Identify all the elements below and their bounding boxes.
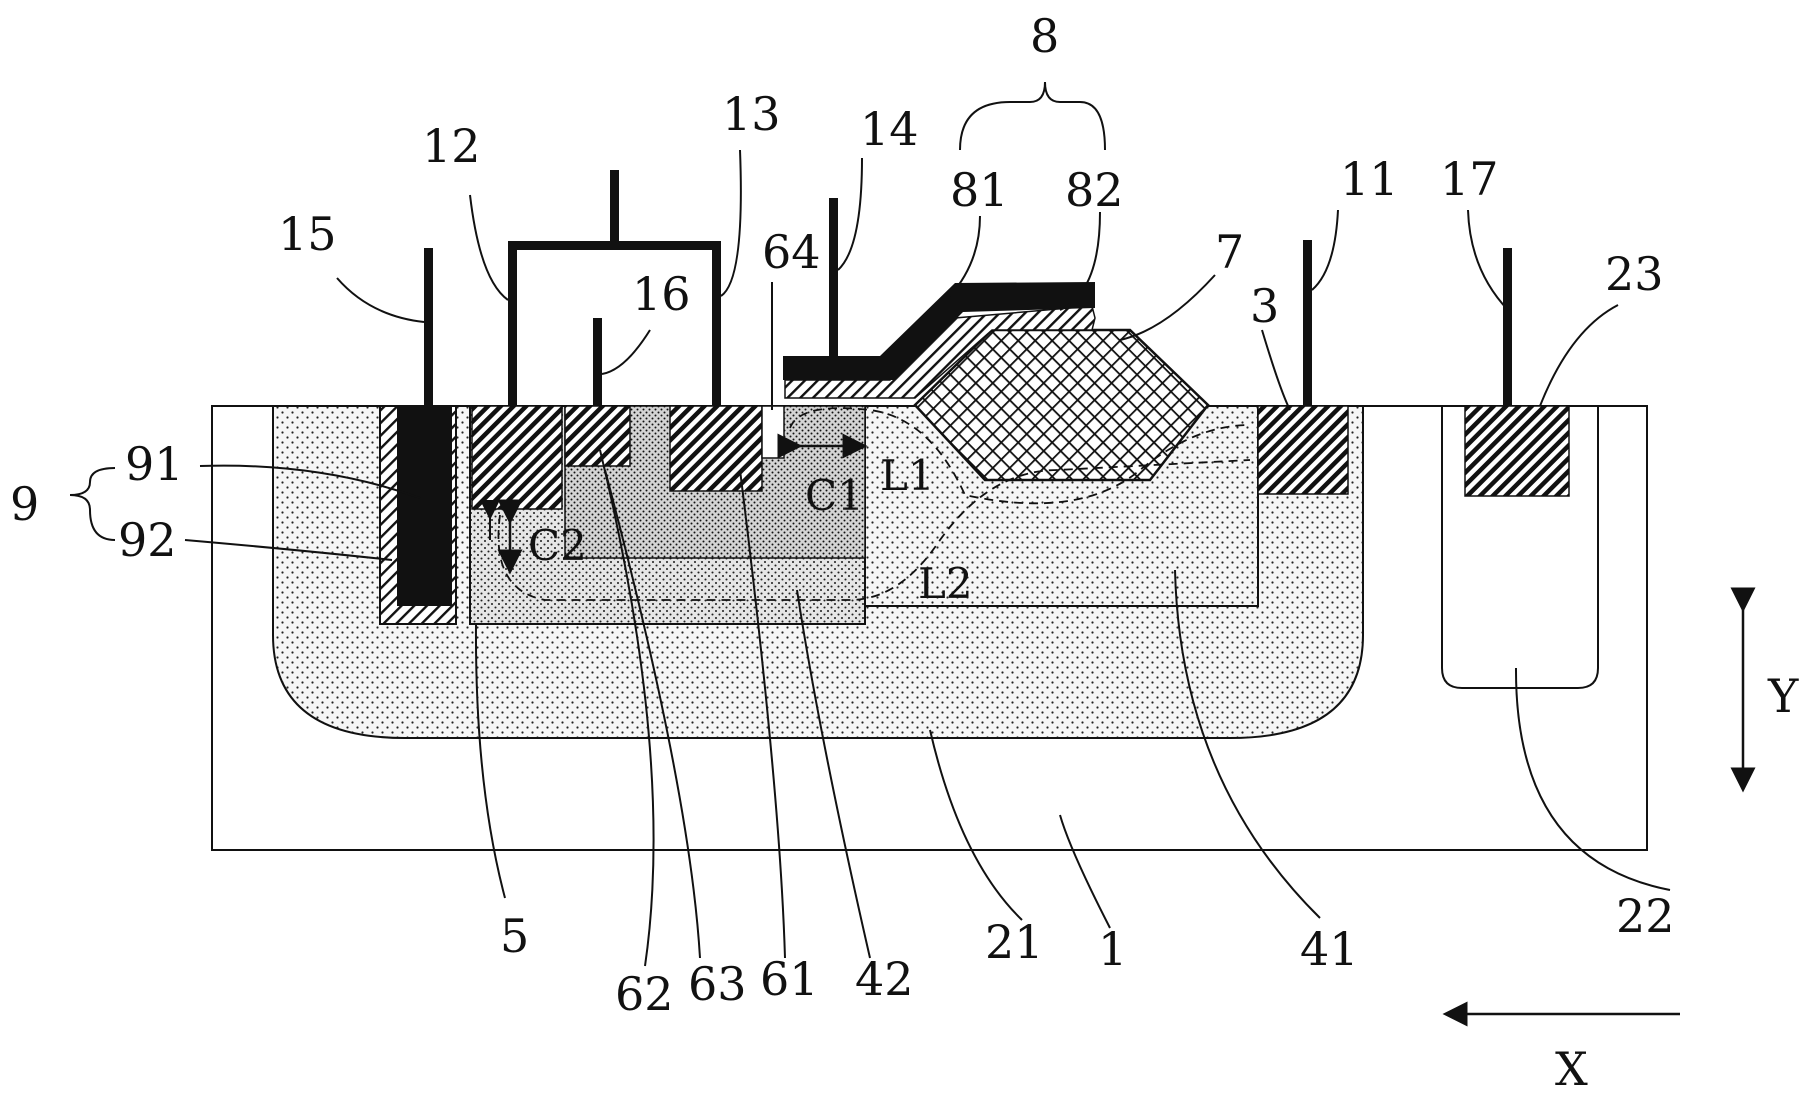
label-61: 61 <box>760 952 819 1006</box>
label-15: 15 <box>278 207 337 261</box>
label-17: 17 <box>1440 152 1499 206</box>
leader-11 <box>1311 209 1339 291</box>
leader-21 <box>929 729 1023 921</box>
leader-23 <box>1539 304 1619 407</box>
label-12: 12 <box>422 119 481 173</box>
label-3: 3 <box>1250 279 1279 333</box>
leader-16 <box>601 329 651 375</box>
label-x: X <box>1555 1042 1588 1093</box>
gate-conductor-81 <box>783 282 1095 380</box>
leader-63 <box>604 469 701 959</box>
trench-fill-91 <box>397 406 452 606</box>
leader-12 <box>469 194 509 301</box>
electrode-top-stem <box>610 170 619 244</box>
label-63: 63 <box>688 957 747 1011</box>
electrode-17 <box>1503 248 1512 406</box>
leader-41 <box>1174 569 1321 919</box>
electrode-13 <box>712 245 721 406</box>
current-path-l2 <box>497 459 1251 601</box>
label-y: Y <box>1767 669 1799 723</box>
label-23: 23 <box>1605 247 1664 301</box>
brace-8 <box>959 81 1106 151</box>
label-c2: C2 <box>528 521 587 570</box>
leader-81 <box>949 215 981 297</box>
leader-7 <box>1119 274 1216 341</box>
label-c1: C1 <box>805 471 864 520</box>
leader-92 <box>184 539 393 561</box>
brace-9 <box>69 467 116 541</box>
label-9: 9 <box>10 477 39 531</box>
electrode-11 <box>1303 240 1312 406</box>
label-41: 41 <box>1300 922 1359 976</box>
leader-91 <box>199 464 421 499</box>
electrode-12 <box>508 245 517 406</box>
leader-61 <box>739 469 786 959</box>
label-7: 7 <box>1215 225 1244 279</box>
label-8: 8 <box>1030 9 1059 63</box>
label-22: 22 <box>1616 889 1675 943</box>
current-path-l1 <box>789 407 1251 505</box>
label-l2: L2 <box>918 559 973 608</box>
leader-62 <box>599 449 655 967</box>
leader-13 <box>720 149 742 297</box>
leader-15 <box>336 277 425 323</box>
label-l1: L1 <box>880 451 935 500</box>
leader-17 <box>1467 209 1509 311</box>
label-13: 13 <box>722 87 781 141</box>
leader-42 <box>796 589 871 959</box>
label-21: 21 <box>985 915 1044 969</box>
label-81: 81 <box>950 163 1009 217</box>
electrode-15 <box>424 248 433 406</box>
region-3 <box>1257 405 1349 495</box>
electrode-16 <box>593 318 602 406</box>
label-1: 1 <box>1098 922 1127 976</box>
region-62 <box>564 405 631 467</box>
label-42: 42 <box>855 952 914 1006</box>
label-91: 91 <box>125 437 184 491</box>
leader-82 <box>1059 211 1101 311</box>
label-11: 11 <box>1340 152 1399 206</box>
region-61 <box>669 405 763 492</box>
region-5 <box>471 405 563 510</box>
label-16: 16 <box>632 267 691 321</box>
leader-22 <box>1514 667 1671 891</box>
electrode-14 <box>829 198 838 358</box>
region-64 <box>761 405 785 459</box>
electrode-connector <box>508 241 721 250</box>
leader-14 <box>837 157 863 271</box>
label-92: 92 <box>118 513 177 567</box>
leader-3 <box>1261 329 1291 411</box>
label-64: 64 <box>762 225 821 279</box>
region-23 <box>1464 405 1570 497</box>
label-5: 5 <box>500 909 529 963</box>
leader-5 <box>474 624 506 899</box>
leader-1 <box>1059 814 1111 929</box>
label-14: 14 <box>860 102 919 156</box>
label-82: 82 <box>1065 163 1124 217</box>
label-62: 62 <box>615 967 674 1021</box>
